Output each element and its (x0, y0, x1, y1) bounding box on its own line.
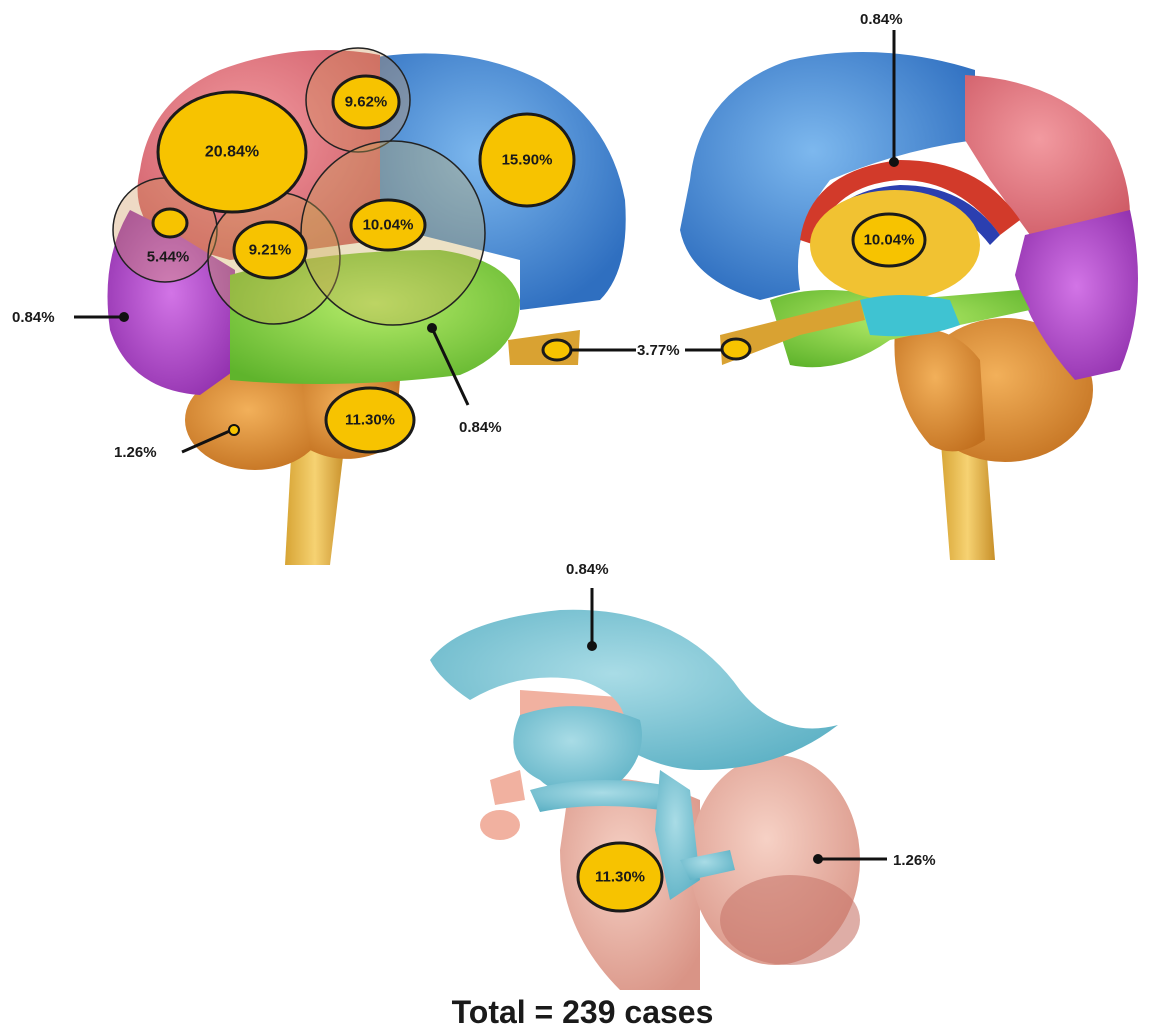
bubble-ventricle-brainstem: 11.30% (578, 843, 662, 911)
bubble-frontal: 20.84% (158, 92, 306, 212)
bubble-optic-nerve-right (722, 339, 750, 359)
total-cases-label: Total = 239 cases (0, 994, 1165, 1031)
label-corpus-callosum: 0.84% (860, 11, 903, 28)
bubble-optic-nerve-left (543, 340, 571, 360)
bubble-occipital-parietal: 15.90% (480, 114, 574, 206)
bubble-lateral-brainstem: 11.30% (326, 388, 414, 452)
label-frontal-lower: 5.44% (147, 249, 190, 266)
bubble-temporoparietal: 10.04% (351, 200, 425, 250)
label-optic-nerve: 3.77% (637, 342, 680, 359)
medial-brain-view (680, 52, 1138, 560)
svg-text:11.30%: 11.30% (595, 869, 645, 886)
svg-text:20.84%: 20.84% (205, 144, 259, 161)
label-lateral-ventricle: 0.84% (566, 561, 609, 578)
ventricle-diagram (430, 610, 860, 990)
bubble-parietal-upper: 9.62% (333, 76, 399, 128)
svg-text:15.90%: 15.90% (502, 152, 553, 169)
medial-hippocampus (860, 295, 960, 336)
svg-text:10.04%: 10.04% (363, 217, 414, 234)
svg-text:10.04%: 10.04% (864, 232, 915, 249)
label-temporal: 0.84% (459, 419, 502, 436)
bubble-thalamus: 10.04% (853, 214, 925, 266)
bubble-frontal-lower (153, 209, 187, 237)
svg-text:9.62%: 9.62% (345, 94, 388, 111)
svg-text:11.30%: 11.30% (345, 412, 395, 429)
svg-text:9.21%: 9.21% (249, 242, 292, 259)
label-prefrontal: 0.84% (12, 309, 55, 326)
label-ventricle-cerebellum: 1.26% (893, 852, 936, 869)
bubble-insular: 9.21% (234, 222, 306, 278)
label-lateral-cerebellum: 1.26% (114, 444, 157, 461)
